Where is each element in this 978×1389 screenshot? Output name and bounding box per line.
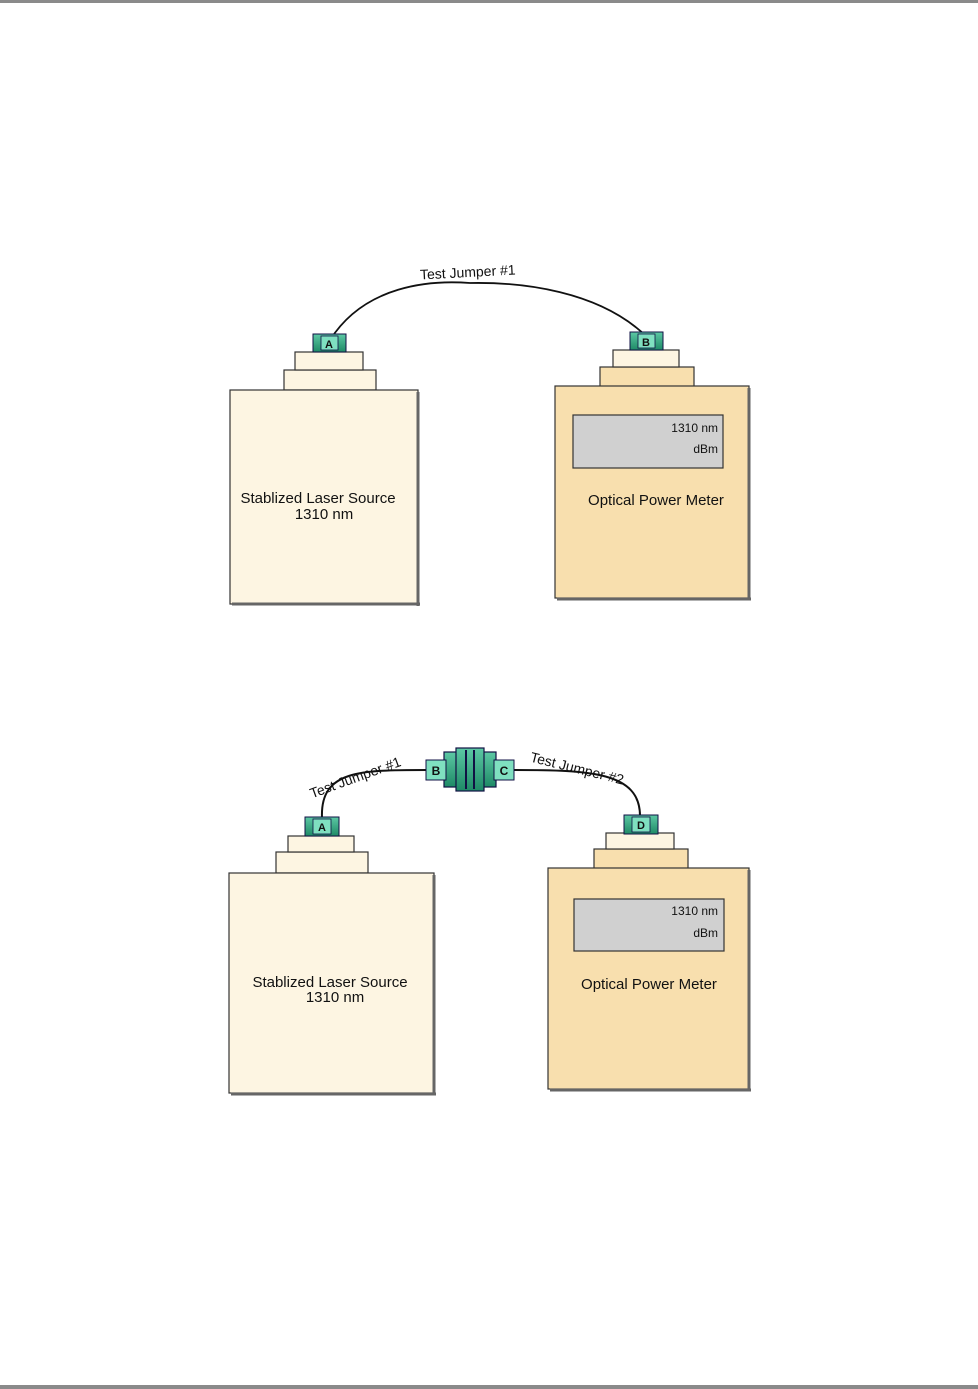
laser-source-device-2: Stablized Laser Source 1310 nm — [229, 836, 436, 1095]
connector-a-2-label: A — [318, 822, 326, 834]
meter-2-label: Optical Power Meter — [581, 976, 717, 993]
meter-label: Optical Power Meter — [588, 492, 724, 509]
source-port-base — [284, 370, 376, 390]
source-port-step — [295, 352, 363, 370]
source-2-port-base — [276, 852, 368, 873]
display-unit: dBm — [693, 442, 718, 456]
figure-1: Test Jumper #1 Stablized Laser Source 13… — [222, 262, 758, 612]
connector-b-label: B — [642, 337, 650, 349]
adapter-sleeve — [456, 748, 484, 791]
power-meter-device-2: 1310 nm dBm Optical Power Meter — [548, 833, 751, 1091]
display-2-unit: dBm — [693, 926, 718, 940]
source-wavelength: 1310 nm — [295, 506, 353, 523]
power-meter-device: 1310 nm dBm Optical Power Meter — [555, 350, 751, 600]
laser-source-device: Stablized Laser Source 1310 nm — [230, 352, 420, 606]
figure-2: Test Jumper #1 Test Jumper #2 B C Stabli… — [222, 742, 758, 1098]
source-2-wavelength: 1310 nm — [306, 989, 364, 1006]
connector-c-label: C — [500, 764, 509, 778]
connector-d-label: D — [637, 820, 645, 832]
connector-d: D — [624, 815, 658, 834]
connector-a-2: A — [305, 817, 339, 836]
display-wavelength: 1310 nm — [671, 421, 718, 435]
source-label: Stablized Laser Source — [240, 490, 395, 507]
connector-b: B — [630, 332, 663, 350]
meter-2-port-base — [594, 849, 688, 869]
connector-b-2-label: B — [432, 764, 441, 778]
connector-a: A — [313, 334, 346, 352]
meter-port-step — [613, 350, 679, 367]
bottom-rule — [0, 1385, 978, 1389]
meter-2-port-step — [606, 833, 674, 849]
source-2-port-step — [288, 836, 354, 852]
connector-a-label: A — [325, 339, 333, 351]
meter-port-base — [600, 367, 694, 387]
display-2-wavelength: 1310 nm — [671, 904, 718, 918]
